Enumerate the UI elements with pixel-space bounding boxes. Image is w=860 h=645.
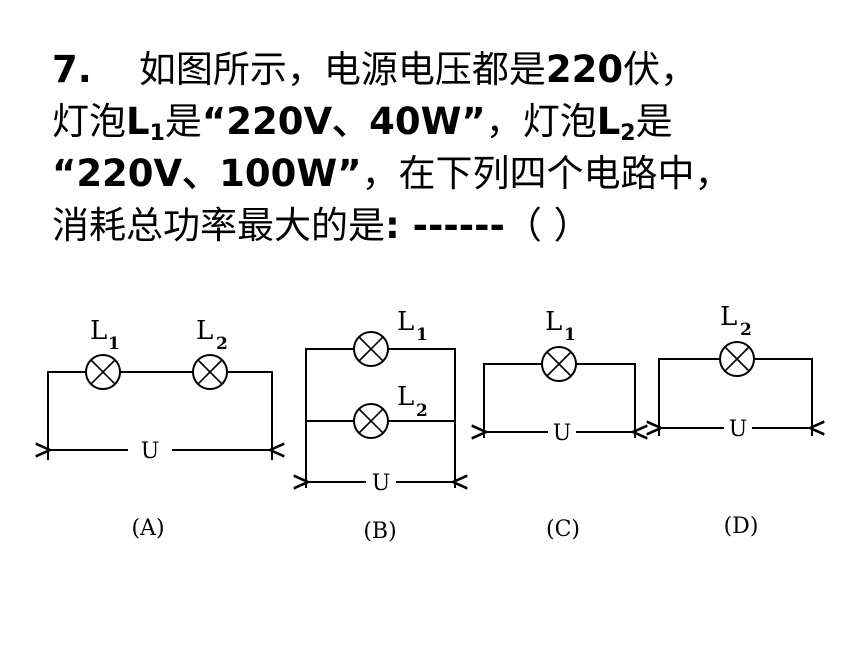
line4-colon-dashes: : ------ [385,204,505,247]
lamp2-spec: “220V、100W” [52,152,362,195]
circuit-b-caption: (B) [363,519,396,544]
circuit-c-u-label: U [553,421,572,446]
l1-sub: 1 [149,121,165,146]
lamp-intro: 灯泡 [52,100,126,143]
lamp1-spec: “220V、40W” [201,100,486,143]
circuit-b-l2-sub: 2 [416,401,428,421]
circuit-b-l1-label: L [397,307,414,337]
circuit-a-caption: (A) [131,516,164,541]
answer-parentheses: （ ） [504,204,591,247]
line4-text: 消耗总功率最大的是 [52,204,385,247]
l1-letter: L [126,100,150,143]
question-number-dot: . [77,48,92,91]
circuit-a-l2-label: L [196,316,213,346]
circuit-c-l1-sub: 1 [564,325,576,345]
circuit-a-l2-sub: 2 [216,334,228,354]
lamp-l1-icon [353,331,389,367]
question-number: 7 [52,48,78,91]
question-line-4: 消耗总功率最大的是: ------（ ） [52,200,842,252]
supply-voltage: 220 [545,48,624,91]
circuit-b-wires [305,348,456,488]
circuit-a-l1-label: L [90,316,107,346]
circuit-b-u-label: U [372,471,391,496]
circuit-d-wires [658,358,813,436]
question-line1-text: 如图所示，电源电压都是 [138,48,546,91]
circuit-d: L 2 U (D) [659,302,812,539]
circuit-c-l1-label: L [545,307,562,337]
lamp-l2-icon [353,403,389,439]
circuit-a: L 1 L 2 U (A) [48,316,272,541]
sep-text: ，灯泡 [485,100,597,143]
circuit-d-caption: (D) [724,514,759,539]
circuit-c-wires [483,363,636,438]
circuit-a-u-label: U [141,439,160,464]
line3-rest: ，在下列四个电路中， [361,152,732,195]
question-line-2: 灯泡L1是“220V、40W”，灯泡L2是 [52,96,842,148]
question-line-1: 7. 如图所示，电源电压都是220伏， [52,44,842,96]
circuit-b: L 1 L 2 U (B) [306,307,455,544]
circuit-b-l1-sub: 1 [416,325,428,345]
is-2: 是 [635,100,673,143]
l2-letter: L [596,100,621,143]
circuit-a-wires [47,371,273,460]
circuit-d-u-label: U [729,417,748,442]
circuit-c: L 1 U (C) [484,307,635,542]
lamp-l2-icon [719,341,755,377]
circuit-a-l1-sub: 1 [108,334,120,354]
question-text: 7. 如图所示，电源电压都是220伏， 灯泡L1是“220V、40W”，灯泡L2… [52,44,842,252]
circuit-c-caption: (C) [546,517,580,542]
circuit-b-l2-label: L [397,382,414,412]
is-1: 是 [164,100,202,143]
question-line-3: “220V、100W”，在下列四个电路中， [52,148,842,200]
circuit-d-l2-label: L [720,302,737,332]
lamp-l1-icon [85,354,121,390]
voltage-unit: 伏， [623,48,698,91]
circuit-d-l2-sub: 2 [740,320,752,340]
l2-sub: 2 [620,121,636,146]
lamp-l2-icon [192,354,228,390]
lamp-l1-icon [541,346,577,382]
